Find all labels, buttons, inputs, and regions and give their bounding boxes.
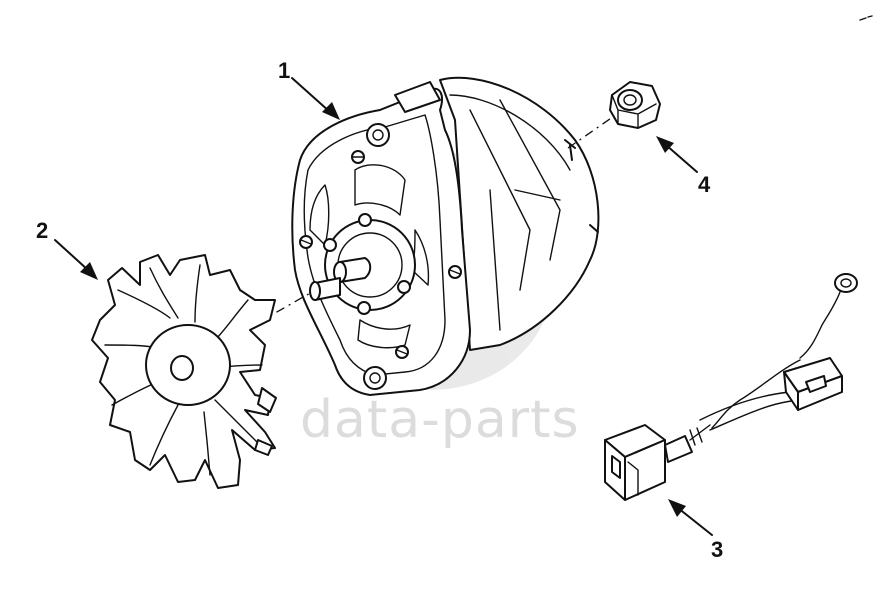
callout-leader-2 [54,239,98,280]
callout-leader-1 [291,77,340,120]
corner-mark [859,15,873,21]
callout-label-2: 2 [36,218,48,243]
wiring-connector [604,273,858,501]
watermark-text: data-parts [300,390,580,450]
callout-label-3: 3 [711,537,723,562]
callout-label-1: 1 [278,58,290,83]
fan [91,254,277,489]
callout-leader-3 [668,499,713,536]
nut [609,81,661,129]
alternator [291,76,600,396]
callout-label-4: 4 [698,172,711,197]
fan-axis-line [239,291,313,334]
callout-leader-4 [656,136,698,173]
